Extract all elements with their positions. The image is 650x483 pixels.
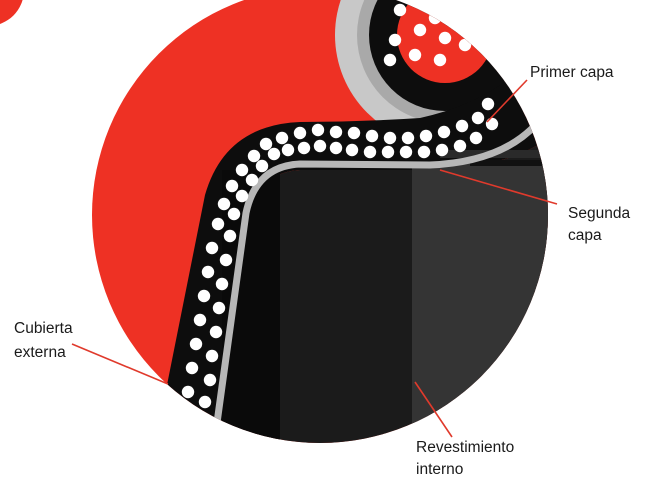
inner-liner-stripe bbox=[470, 160, 548, 166]
wire-strand-dot bbox=[481, 97, 495, 111]
wire-strand-dot bbox=[363, 145, 377, 159]
label-revestimiento-line2: interno bbox=[416, 461, 463, 478]
wire-strand-dot bbox=[223, 229, 237, 243]
wire-strand-dot bbox=[345, 143, 359, 157]
wire-strand-dot bbox=[181, 385, 195, 399]
wire-strand-dot bbox=[297, 141, 311, 155]
wire-strand-dot bbox=[259, 137, 273, 151]
wire-strand-dot bbox=[419, 129, 433, 143]
wire-strand-dot bbox=[448, 1, 462, 15]
wire-strand-dot bbox=[393, 3, 407, 17]
corner-badge bbox=[0, 0, 23, 24]
wire-strand-dot bbox=[245, 173, 259, 187]
wire-strand-dot bbox=[209, 325, 223, 339]
wire-strand-dot bbox=[247, 149, 261, 163]
wire-strand-dot bbox=[235, 189, 249, 203]
wire-strand-dot bbox=[438, 31, 452, 45]
wire-strand-dot bbox=[347, 126, 361, 140]
wire-strand-dot bbox=[227, 207, 241, 221]
wire-strand-dot bbox=[463, 15, 477, 29]
label-cubierta-externa-line1: Cubierta bbox=[14, 320, 73, 337]
wire-strand-dot bbox=[383, 131, 397, 145]
wire-strand-dot bbox=[413, 0, 427, 7]
wire-strand-dot bbox=[201, 265, 215, 279]
wire-strand-dot bbox=[329, 125, 343, 139]
wire-strand-dot bbox=[388, 33, 402, 47]
pointer-segunda-capa bbox=[439, 169, 558, 205]
wire-strand-dot bbox=[293, 126, 307, 140]
wire-strand-dot bbox=[205, 349, 219, 363]
second-layer bbox=[212, 116, 544, 434]
wire-strand-dot bbox=[365, 129, 379, 143]
wire-strand-dot bbox=[211, 217, 225, 231]
wire-strand-dot bbox=[235, 163, 249, 177]
wire-strand-dot bbox=[219, 253, 233, 267]
wire-strand-dot bbox=[313, 139, 327, 153]
wire-strand-dot bbox=[205, 241, 219, 255]
wire-strand-dot bbox=[437, 125, 451, 139]
wire-strand-dot bbox=[198, 395, 212, 409]
wire-strand-dot bbox=[311, 123, 325, 137]
wire-strand-dot bbox=[255, 159, 269, 173]
wire-strand-dot bbox=[455, 119, 469, 133]
wire-strand-dot bbox=[185, 361, 199, 375]
label-segunda-capa-line2: capa bbox=[568, 227, 602, 244]
wire-strand-dot bbox=[399, 145, 413, 159]
wire-strand-dot bbox=[212, 301, 226, 315]
label-cubierta-externa-line2: externa bbox=[14, 344, 66, 361]
pointer-cubierta-externa bbox=[71, 343, 169, 385]
wire-strand-dot bbox=[381, 145, 395, 159]
wire-strand-dot bbox=[267, 147, 281, 161]
wire-strand-dot bbox=[225, 179, 239, 193]
wire-strand-dot bbox=[189, 337, 203, 351]
wire-strand-dot bbox=[217, 197, 231, 211]
wire-strand-dot bbox=[471, 111, 485, 125]
wire-strand-dot bbox=[433, 53, 447, 67]
wire-strand-dot bbox=[453, 139, 467, 153]
wire-strand-dot bbox=[428, 11, 442, 25]
inner-liner-stripe bbox=[440, 150, 548, 158]
wire-strand-dot bbox=[435, 143, 449, 157]
wire-strands bbox=[181, 0, 499, 409]
wire-strand-dot bbox=[469, 131, 483, 145]
wire-strand-dot bbox=[329, 141, 343, 155]
wire-strand-dot bbox=[401, 131, 415, 145]
wire-strand-dot bbox=[458, 38, 472, 52]
wire-strand-dot bbox=[275, 131, 289, 145]
label-primer-capa: Primer capa bbox=[530, 64, 614, 81]
wire-strand-dot bbox=[417, 145, 431, 159]
label-revestimiento-line1: Revestimiento bbox=[416, 439, 514, 456]
wire-strand-dot bbox=[413, 23, 427, 37]
wire-strand-dot bbox=[383, 53, 397, 67]
wire-strand-dot bbox=[485, 117, 499, 131]
pointer-revestimiento bbox=[414, 381, 453, 438]
wire-strand-dot bbox=[193, 313, 207, 327]
label-segunda-capa-line1: Segunda bbox=[568, 205, 630, 222]
wire-strand-dot bbox=[281, 143, 295, 157]
wire-strand-dot bbox=[408, 48, 422, 62]
pointer-primer-capa bbox=[486, 79, 528, 123]
wire-strand-dot bbox=[215, 277, 229, 291]
wire-strand-dot bbox=[197, 289, 211, 303]
wire-strand-dot bbox=[203, 373, 217, 387]
